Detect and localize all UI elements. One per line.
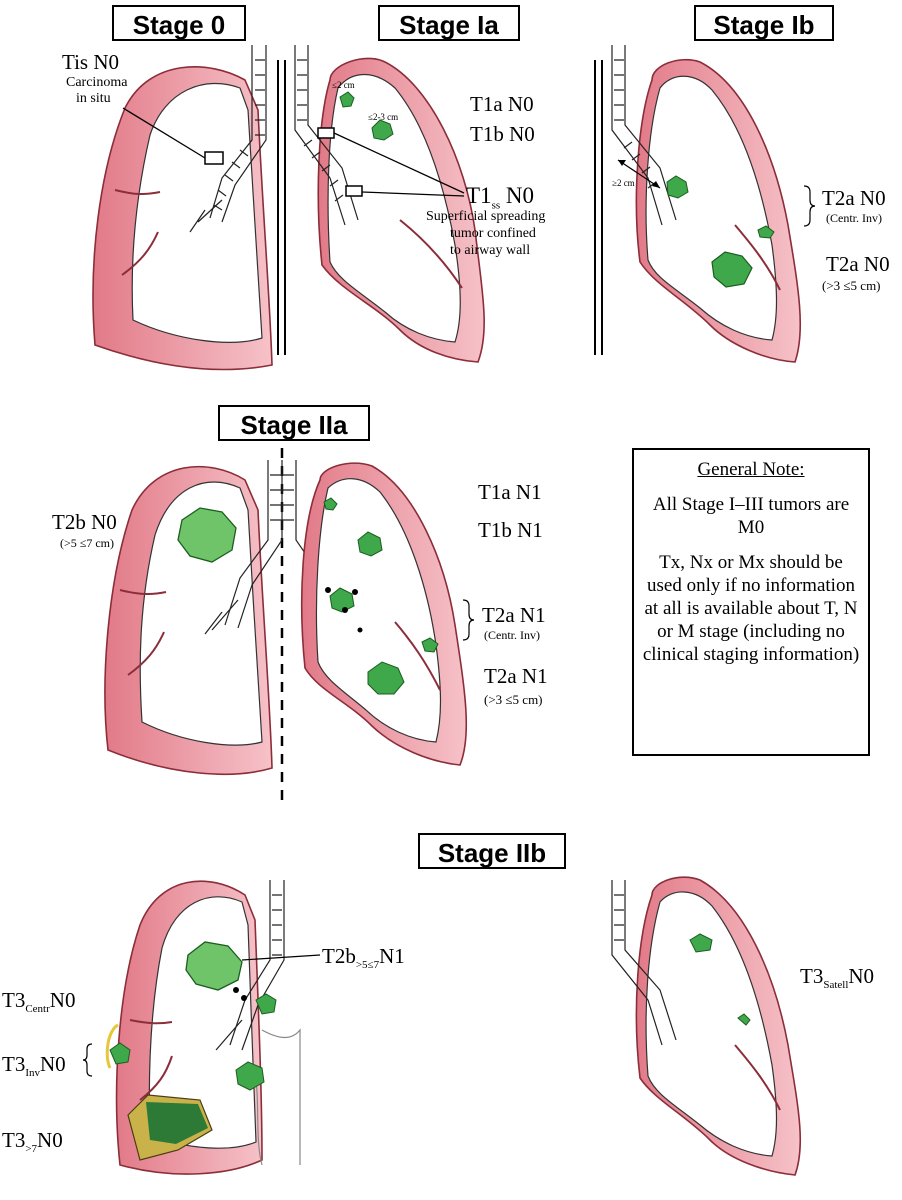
note-tx-nx-mx: Tx, Nx or Mx should be used only if no i…	[642, 552, 860, 665]
ss-marker-1	[317, 127, 335, 139]
label-centr-inv-b: (Centr. Inv)	[484, 628, 540, 642]
label-centr-inv-a: (Centr. Inv)	[826, 211, 882, 225]
tumor-t2b	[177, 507, 237, 563]
tis-leader	[122, 107, 206, 159]
label-t3-gt7: T3>7N0	[2, 1128, 63, 1156]
stage-1b-title: Stage Ib	[694, 5, 834, 41]
label-t2a-n0-b: T2a N0	[826, 252, 890, 276]
tumor-central	[666, 175, 689, 199]
stage-2a-title: Stage IIa	[218, 405, 370, 441]
lung-stage1a	[317, 57, 485, 363]
tumor-2-3cm	[371, 119, 394, 141]
label-gt3-5-b: (>3 ≤5 cm)	[484, 692, 543, 707]
label-t3-inv: T3InvN0	[2, 1052, 66, 1080]
label-t3-centr: T3CentrN0	[2, 988, 76, 1016]
label-carcinoma: Carcinoma	[66, 75, 128, 90]
airway-stage0	[189, 45, 267, 233]
label-t3-satell: T3SatellN0	[800, 964, 875, 992]
airway-stage2b-left	[611, 880, 677, 1046]
general-note: General Note: All Stage I–III tumors are…	[632, 448, 870, 756]
label-in-situ: in situ	[76, 91, 111, 106]
label-gt5-7: (>5 ≤7 cm)	[60, 536, 115, 550]
tumor-3-5cm	[711, 251, 753, 288]
label-superficial-1: Superficial spreading	[426, 209, 546, 224]
label-t2a-n1-a: T2a N1	[482, 603, 546, 627]
label-gt3-5-a: (>3 ≤5 cm)	[822, 278, 881, 293]
label-t2a-n1-b: T2a N1	[484, 664, 548, 688]
label-tis-n0: Tis N0	[62, 50, 120, 74]
label-t2b-n1: T2b>5≤7N1	[322, 944, 405, 972]
label-t1b-n1: T1b N1	[478, 518, 543, 542]
label-2-3cm: ≤2-3 cm	[368, 112, 399, 122]
divider-lines	[277, 60, 603, 355]
label-t1b-n0: T1b N0	[470, 122, 535, 146]
label-t1ss-n0: T1ss N0	[466, 183, 534, 212]
label-t1a-n1: T1a N1	[478, 480, 542, 504]
lung-stage2a-left	[300, 462, 468, 766]
label-superficial-2: tumor confined	[450, 226, 536, 241]
tumor-small	[339, 91, 355, 108]
label-t1a-n0: T1a N0	[470, 92, 534, 116]
ss-marker-2	[345, 185, 363, 197]
label-ge2cm: ≥2 cm	[612, 178, 635, 188]
note-title: General Note:	[697, 459, 805, 480]
airway-stage2b	[215, 880, 285, 1051]
tis-marker	[204, 151, 224, 165]
lung-stage0	[92, 66, 273, 371]
label-t2a-n0-a: T2a N0	[822, 186, 886, 210]
stage-2b-title: Stage IIb	[418, 833, 566, 869]
stage-0-title: Stage 0	[112, 5, 246, 41]
lung-stage2b-left	[635, 876, 802, 1176]
label-superficial-3: to airway wall	[450, 243, 531, 258]
note-m0: All Stage I–III tumors are M0	[652, 494, 850, 538]
stage-1a-title: Stage Ia	[378, 5, 520, 41]
lung-stage1b	[635, 58, 802, 363]
lung-stage2a-right	[104, 465, 273, 776]
tumor-t2b-n1	[185, 941, 243, 991]
label-le2cm: ≤2 cm	[332, 80, 355, 90]
label-t2b-n0: T2b N0	[52, 510, 117, 534]
